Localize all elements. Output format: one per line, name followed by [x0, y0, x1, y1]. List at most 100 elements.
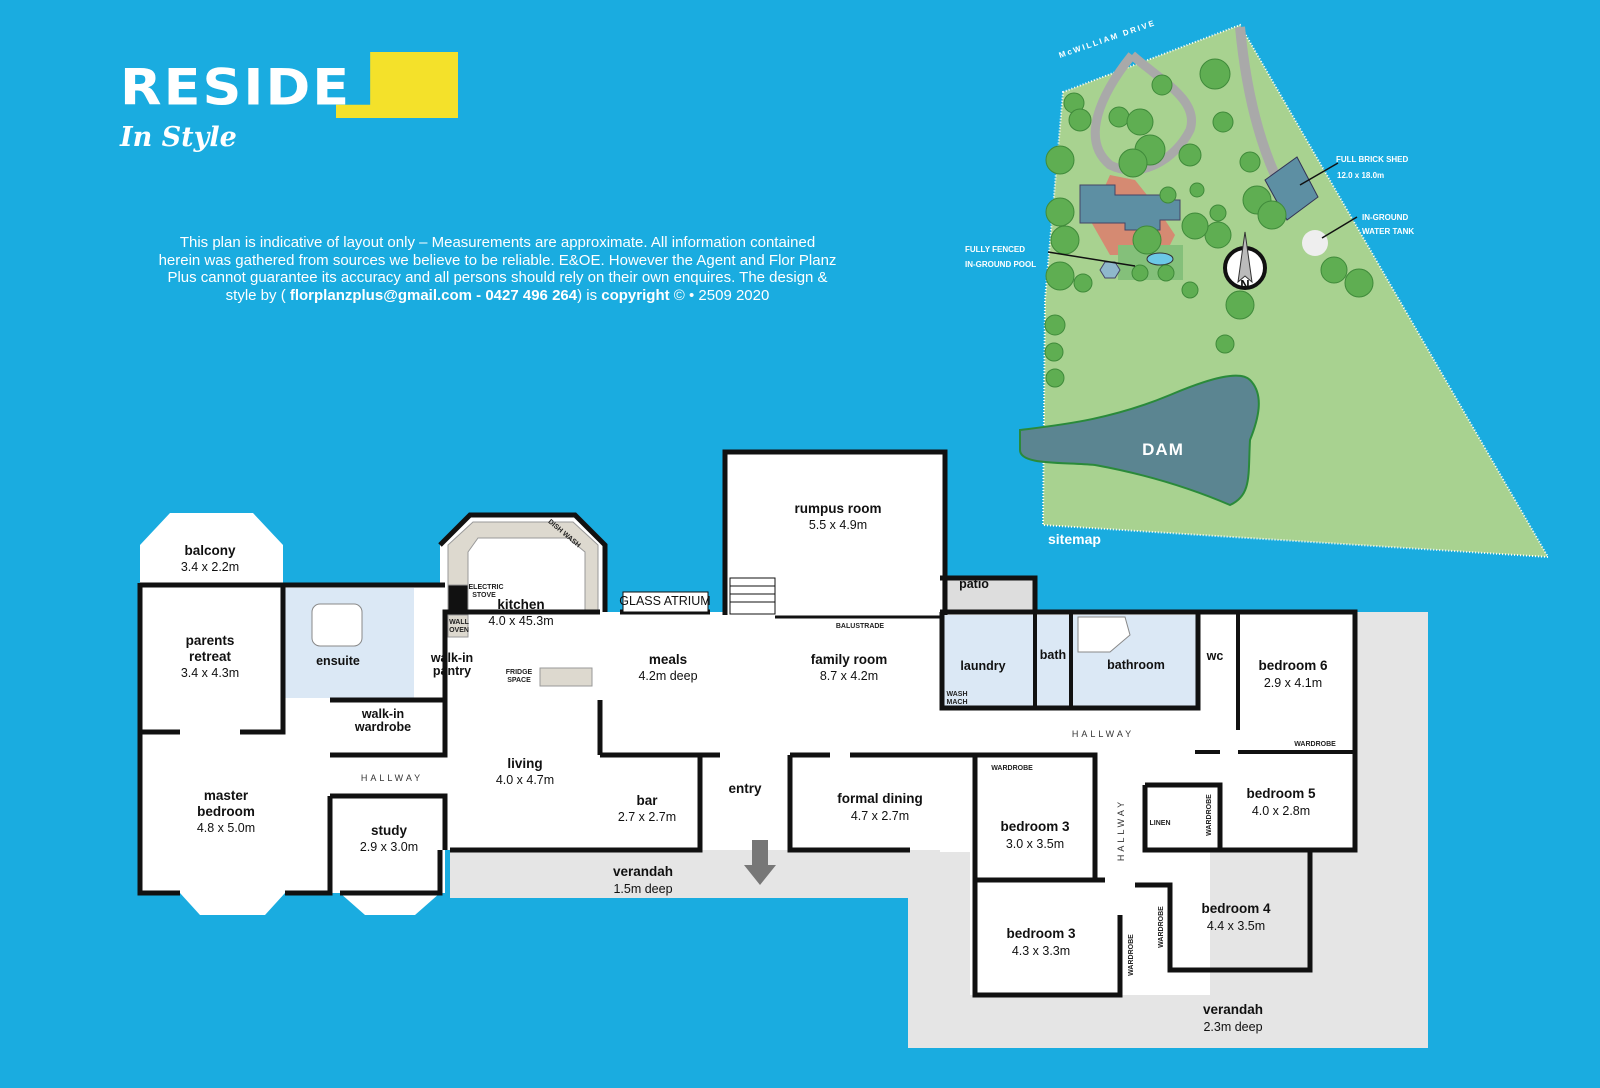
electric-stove-label: ELECTRIC — [469, 584, 504, 591]
ensuite-label: ensuite — [316, 654, 360, 668]
compass-north: N — [1240, 277, 1249, 292]
disclaimer-text: ) is — [577, 287, 602, 305]
disclaimer: This plan is indicative of layout only –… — [125, 234, 870, 305]
balcony-label: balcony — [184, 543, 236, 558]
verandah-dims: 2.3m deep — [1203, 1020, 1262, 1034]
bedroom-3-dims: 4.3 x 3.3m — [1012, 944, 1070, 958]
family-room-label: family room — [811, 652, 888, 667]
bedroom-6-dims: 2.9 x 4.1m — [1264, 676, 1322, 690]
parents-retreat-dims: 3.4 x 4.3m — [181, 666, 239, 680]
bedroom-4-dims: 4.4 x 3.5m — [1207, 919, 1265, 933]
bedroom-5-label: bedroom 5 — [1246, 786, 1316, 801]
trees — [1044, 58, 1374, 388]
study-label: study — [371, 823, 407, 838]
study-dims: 2.9 x 3.0m — [360, 840, 418, 854]
kitchen-label: kitchen — [497, 597, 544, 612]
dam-label: DAM — [1142, 440, 1184, 459]
stairs — [729, 577, 942, 619]
wardrobe-label: WARDROBE — [991, 765, 1033, 772]
wardrobe-label: WARDROBE — [1294, 741, 1336, 748]
wall-oven-label: OVEN — [449, 627, 469, 634]
disclaimer-line: This plan is indicative of layout only –… — [179, 234, 816, 251]
pool — [1146, 252, 1174, 266]
formal-dining-dims: 4.7 x 2.7m — [851, 809, 909, 823]
bathroom-label: bathroom — [1107, 658, 1165, 672]
verandah-dims: 1.5m deep — [613, 882, 672, 896]
meals-label: meals — [649, 652, 687, 667]
sitemap: N McWILLIAM DRIVE FULL BRICK SHED 12.0 x… — [965, 18, 1550, 559]
disclaimer-text: © • 2509 2020 — [669, 287, 770, 305]
disclaimer-line: herein was gathered from sources we beli… — [158, 251, 837, 269]
formal-dining-label: formal dining — [837, 791, 923, 806]
walk-in-wardrobe-label: wardrobe — [354, 720, 411, 734]
bedroom-5-dims: 4.0 x 2.8m — [1252, 804, 1310, 818]
glass-atrium — [622, 591, 709, 613]
copyright: copyright — [601, 287, 670, 305]
balustrade-label: BALUSTRADE — [836, 623, 885, 630]
entry-arrow-icon — [744, 840, 776, 885]
road-name: McWILLIAM DRIVE — [1058, 18, 1157, 60]
bedroom-3-label: bedroom 3 — [1000, 819, 1070, 834]
shed-label: FULL BRICK SHED — [1336, 155, 1409, 164]
glass-atrium-label: GLASS ATRIUM — [619, 594, 710, 608]
living-label: living — [507, 756, 542, 771]
wardrobe-label: WARDROBE — [1158, 906, 1165, 948]
bedroom-4-label: bedroom 4 — [1201, 901, 1271, 916]
meals-dims: 4.2m deep — [638, 669, 697, 683]
rumpus-room-dims: 5.5 x 4.9m — [809, 518, 867, 532]
walls — [137, 449, 1358, 998]
entry-label: entry — [728, 781, 762, 796]
driveway-shed — [1235, 26, 1280, 178]
wall-oven-label: WALL — [449, 619, 470, 626]
wardrobe-label: WARDROBE — [1128, 934, 1135, 976]
master-bedroom-dims: 4.8 x 5.0m — [197, 821, 255, 835]
shed-size: 12.0 x 18.0m — [1337, 171, 1384, 180]
floor-plan: balcony 3.4 x 2.2m parents retreat 3.4 x… — [137, 449, 1428, 1048]
fridge-space-label: FRIDGE — [506, 669, 533, 676]
wardrobe-label: WARDROBE — [1206, 794, 1213, 836]
bath-label: bath — [1040, 648, 1066, 662]
washing-machine-label: WASH — [947, 691, 968, 698]
disclaimer-line: Plus cannot guarantee its accuracy and a… — [167, 269, 828, 287]
pool-label: FULLY FENCED — [965, 245, 1025, 254]
logo: RESIDE — [118, 52, 458, 120]
water-tank — [1302, 230, 1328, 256]
family-room-dims: 8.7 x 4.2m — [820, 669, 878, 683]
bedroom-6-label: bedroom 6 — [1258, 658, 1328, 673]
electric-stove-label: STOVE — [472, 592, 496, 599]
fridge-space-label: SPACE — [507, 677, 531, 684]
disclaimer-text: style by ( — [225, 287, 290, 305]
linen-label: LINEN — [1150, 820, 1171, 827]
bar-dims: 2.7 x 2.7m — [618, 810, 676, 824]
bar-label: bar — [636, 793, 658, 808]
logo-brand: RESIDE — [120, 58, 352, 117]
kitchen-dims: 4.0 x 45.3m — [488, 614, 553, 628]
living-dims: 4.0 x 4.7m — [496, 773, 554, 787]
gazebo — [1099, 261, 1121, 279]
patio-label: patio — [959, 577, 989, 591]
master-bedroom-label: bedroom — [197, 804, 255, 819]
hallway-label: HALLWAY — [361, 773, 423, 783]
wc-label: wc — [1206, 649, 1224, 663]
balcony-dims: 3.4 x 2.2m — [181, 560, 239, 574]
master-bedroom-label: master — [204, 788, 249, 803]
verandah-label: verandah — [613, 864, 673, 879]
sitemap-caption: sitemap — [1048, 531, 1101, 547]
laundry-label: laundry — [960, 659, 1005, 673]
tank-label: WATER TANK — [1362, 227, 1414, 236]
walk-in-wardrobe-label: walk-in — [361, 707, 404, 721]
hallway-label: HALLWAY — [1116, 799, 1126, 861]
dam — [1019, 374, 1260, 507]
hallway-label: HALLWAY — [1072, 729, 1134, 739]
bedroom-3-label: bedroom 3 — [1006, 926, 1076, 941]
kitchen-bench — [447, 521, 599, 687]
verandah-label: verandah — [1203, 1002, 1263, 1017]
washing-machine-label: MACH — [947, 699, 968, 706]
site-land — [1041, 23, 1550, 559]
pool-label: IN-GROUND POOL — [965, 260, 1036, 269]
parents-retreat-label: parents — [186, 633, 235, 648]
house — [1079, 184, 1181, 231]
contact-email-phone: florplanzplus@gmail.com - 0427 496 264 — [289, 287, 578, 305]
driveway-loop — [1090, 51, 1197, 175]
